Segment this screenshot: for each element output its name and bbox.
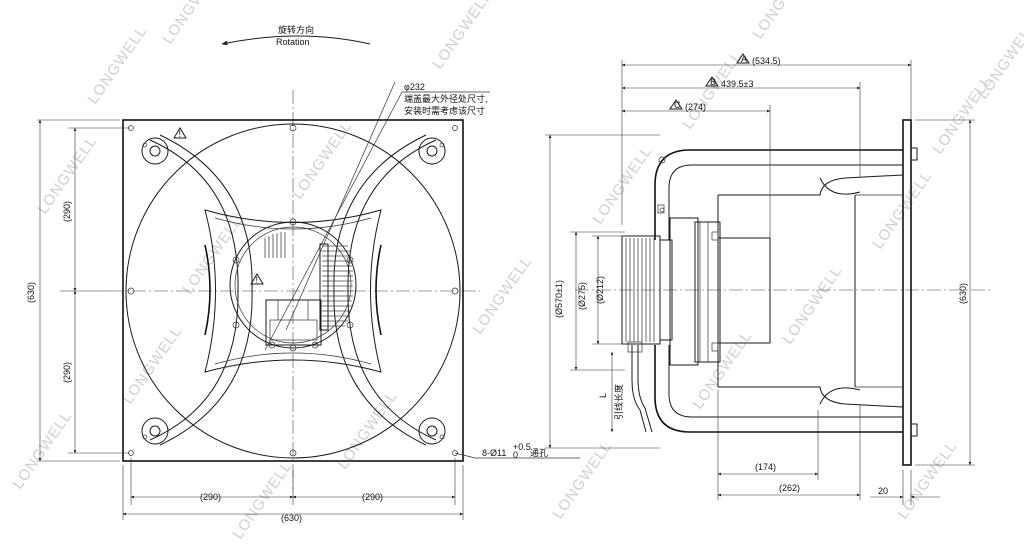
dim-174: (174) bbox=[755, 462, 776, 472]
dim-275: (Ø275) bbox=[577, 282, 587, 310]
svg-text:!: ! bbox=[256, 275, 259, 285]
rotation-indicator: 旋转方向 Rotation bbox=[221, 24, 371, 47]
watermark: LONGWELL bbox=[689, 328, 755, 413]
inlet-ring bbox=[125, 123, 461, 459]
rotation-label-en: Rotation bbox=[276, 37, 310, 47]
lead-text: 引线长度 bbox=[613, 384, 624, 420]
watermark: LONGWELL bbox=[749, 0, 815, 42]
side-plate bbox=[902, 119, 912, 466]
mounting-plate bbox=[122, 119, 464, 462]
watermark: LONGWELL bbox=[159, 0, 225, 47]
datum-triangle bbox=[705, 76, 719, 87]
dim-262: (262) bbox=[779, 483, 800, 493]
datum-triangle bbox=[669, 99, 683, 110]
watermark: LONGWELL bbox=[84, 23, 150, 108]
corner-pad-br bbox=[418, 417, 446, 445]
watermark: LONGWELL bbox=[894, 438, 960, 523]
corner-pad-bl bbox=[141, 417, 169, 445]
dim-570: (Ø570±1) bbox=[554, 280, 564, 318]
watermark: LONGWELL bbox=[974, 18, 1024, 103]
watermark: LONGWELL bbox=[229, 458, 295, 543]
dim-right-half: (290) bbox=[362, 492, 383, 502]
watermark: LONGWELL bbox=[469, 253, 535, 338]
holes-suffix: 通孔 bbox=[530, 448, 548, 458]
watermark: LONGWELL bbox=[679, 48, 745, 133]
dim-630-side: (630) bbox=[958, 283, 968, 304]
dim-left-half: (290) bbox=[200, 492, 221, 502]
rotation-arrow bbox=[221, 35, 371, 46]
dim-top-half: (290) bbox=[62, 201, 72, 222]
watermark: LONGWELL bbox=[289, 118, 355, 203]
watermark: LONGWELL bbox=[779, 263, 845, 348]
corner-pad-tr bbox=[418, 137, 446, 165]
watermark: LONGWELL bbox=[589, 143, 655, 228]
side-motor bbox=[717, 237, 771, 344]
holes-callout: 8-Ø11 bbox=[482, 448, 506, 458]
note-dia: φ232 bbox=[404, 82, 425, 92]
watermark: LONGWELL bbox=[429, 0, 495, 72]
warning-icon bbox=[250, 273, 264, 285]
tri-b: B bbox=[710, 77, 716, 87]
dim-bottom-half: (290) bbox=[62, 362, 72, 383]
dim-20: 20 bbox=[878, 486, 888, 496]
dim-width: (630) bbox=[281, 513, 302, 523]
watermark: LONGWELL bbox=[9, 408, 75, 493]
dim-439: 439.5±3 bbox=[721, 79, 753, 89]
datum-triangle bbox=[736, 53, 750, 64]
side-view: L 引线长度 A (534.5) B 439.5±3 C (274) (Ø570… bbox=[545, 53, 990, 505]
tri-a: A bbox=[741, 54, 747, 64]
note-line1: 端盖最大外径处尺寸, bbox=[404, 93, 488, 104]
holes-tol-upper: +0.5 bbox=[513, 442, 531, 452]
watermark: LONGWELL bbox=[119, 323, 185, 408]
svg-text:!: ! bbox=[179, 129, 182, 139]
tri-c: C bbox=[674, 100, 681, 110]
note-line2: 安装时需考虑该尺寸 bbox=[404, 105, 485, 116]
corner-pad-tl bbox=[141, 137, 169, 165]
warning-icon bbox=[173, 127, 187, 139]
motor-hub bbox=[229, 221, 357, 349]
watermark: LONGWELL bbox=[549, 438, 615, 523]
holes-tol-lower: 0 bbox=[513, 450, 518, 460]
terminal-box bbox=[265, 299, 322, 346]
dim-212: (Ø212) bbox=[595, 276, 605, 304]
front-view: ! ! φ232 端盖最大外径处尺寸, 安装时需考虑该尺寸 (630) (290… bbox=[26, 81, 580, 523]
dim-274: (274) bbox=[685, 102, 706, 112]
dim-534: (534.5) bbox=[752, 56, 781, 66]
dim-height: (630) bbox=[26, 282, 36, 303]
rotation-label-zh: 旋转方向 bbox=[278, 24, 314, 35]
lead-L: L bbox=[598, 393, 608, 398]
